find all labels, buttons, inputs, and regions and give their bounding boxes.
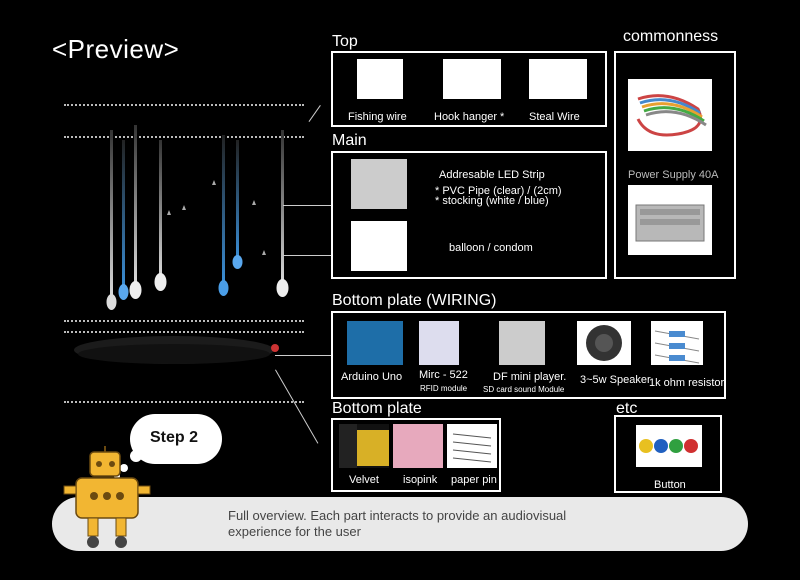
led-strip-image [351,159,407,209]
bottom-isopink-label: isopink [403,474,438,486]
step-label: Step 2 [150,429,199,446]
arduino-image [347,321,403,365]
commonness-power-label: Power Supply 40A [628,169,719,181]
balloon-image [351,221,407,271]
divider-wiring-2 [64,331,304,333]
section-title-commonness: commonness [623,28,719,45]
power-supply-image [628,185,712,255]
section-title-top: Top [332,33,358,50]
etc-button-label: Button [654,479,686,491]
divider-top [64,104,304,106]
item-steal-wire: Steal Wire [529,111,580,123]
section-title-bottom: Bottom plate [332,400,422,417]
main-stocking-label: * stocking (white / blue) [435,195,549,207]
section-box-etc: Button [614,415,722,493]
wiring-resistor-label: 1k ohm resistor [649,377,725,389]
section-box-commonness: Power Supply 40A [614,51,736,279]
robot-mascot-icon [63,446,151,548]
isopink-image [393,424,443,468]
wiring-mirc-sub: RFID module [420,384,468,393]
speaker-icon [586,325,622,361]
speech-bubble [130,414,222,464]
section-box-top: Fishing wire Hook hanger * Steal Wire [331,51,607,127]
section-title-main: Main [332,132,367,149]
main-pvc-label: * PVC Pipe (clear) / (2cm) [435,185,562,197]
item-fishing-wire: Fishing wire [348,111,407,123]
wiring-df-sub: SD card sound Module [483,385,565,394]
wiring-arduino-label: Arduino Uno [341,371,403,383]
rfid-image [419,321,459,365]
wiring-df-label: DF mini player. [493,371,567,383]
section-title-wiring: Bottom plate (WIRING) [332,292,497,309]
resistor-icon [654,330,700,364]
section-box-bottom: Velvet isopink paper pin [331,418,501,492]
bottom-paper-pin-label: paper pin [451,474,497,486]
hook-hanger-image [443,59,501,99]
steal-wire-image [529,59,587,99]
installation-illustration [74,125,289,364]
speaker-image [577,321,631,365]
description-line-2: experience for the user [228,524,361,539]
paper-pin-icon [452,433,492,463]
bottom-velvet-label: Velvet [349,474,379,486]
page-title: <Preview> [52,34,180,64]
divider-wiring [64,320,304,322]
connector-wiring [275,355,331,356]
fishing-wire-image [357,59,403,99]
connector-main-led [283,205,331,206]
description-text: Full overview. Each part interacts to pr… [228,508,648,540]
divider-main [64,136,304,138]
arcade-buttons-icon [639,439,698,453]
description-line-1: Full overview. Each part interacts to pr… [228,508,567,523]
connector-main-balloon [283,255,331,256]
section-title-etc: etc [616,400,638,417]
wiring-speaker-label: 3~5w Speaker [580,374,651,386]
power-supply-icon [635,204,705,242]
df-player-image [499,321,545,365]
velvet-icon [339,424,389,468]
main-led-label: Addresable LED Strip [439,169,545,181]
item-hook-hanger: Hook hanger * [434,111,505,123]
velvet-image [339,424,389,468]
section-box-main: Addresable LED Strip * PVC Pipe (clear) … [331,151,607,279]
divider-bottom [64,401,304,403]
description-bar [52,497,748,551]
button-image [636,425,702,467]
paper-pin-image [447,424,497,468]
main-balloon-label: balloon / condom [449,242,533,254]
wires-image [628,79,712,151]
wiring-mirc-label: Mirc - 522 [419,369,468,381]
resistor-image [651,321,703,365]
section-box-wiring: Arduino Uno Mirc - 522 RFID module DF mi… [331,311,726,399]
cable-bundle-icon [636,94,707,137]
